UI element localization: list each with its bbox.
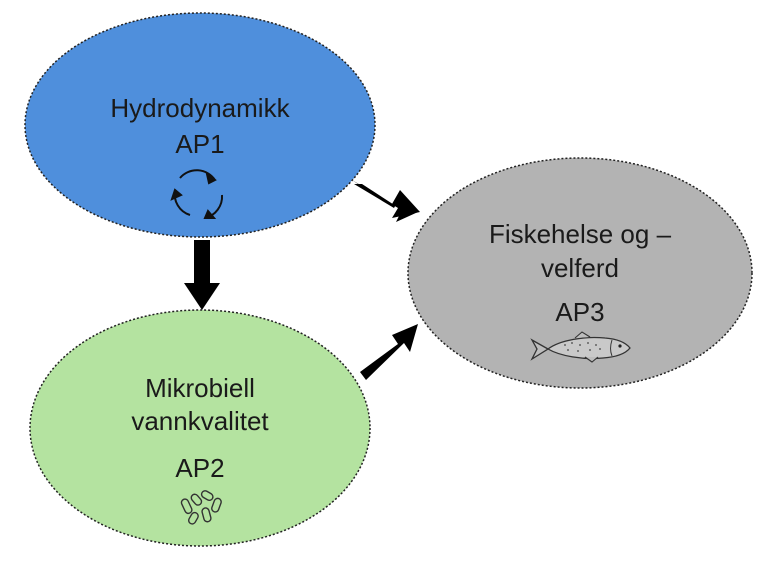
fiskehelse-title-line1: Fiskehelse og – xyxy=(488,219,672,249)
ap3-label: AP3 xyxy=(555,297,605,327)
ap1-label: AP1 xyxy=(175,129,225,159)
mikrobiell-title-line2: vannkvalitet xyxy=(131,406,269,436)
fish-icon xyxy=(530,331,631,363)
ap2-label: AP2 xyxy=(175,453,225,483)
mikrobiell-node xyxy=(29,309,371,547)
arrow-micro-to-fish xyxy=(360,324,418,380)
bacteria-icon xyxy=(180,490,222,525)
mikrobiell-title-line1: Mikrobiell xyxy=(145,373,255,403)
circular-arrows-icon xyxy=(170,169,224,219)
hydrodynamikk-title: Hydrodynamikk xyxy=(110,93,290,123)
fiskehelse-node xyxy=(407,157,753,389)
arrow-hydro-to-micro xyxy=(184,240,220,310)
hydrodynamikk-node xyxy=(24,12,376,238)
fiskehelse-title-line2: velferd xyxy=(540,253,620,283)
arrow-hydro-to-fish xyxy=(352,180,420,222)
